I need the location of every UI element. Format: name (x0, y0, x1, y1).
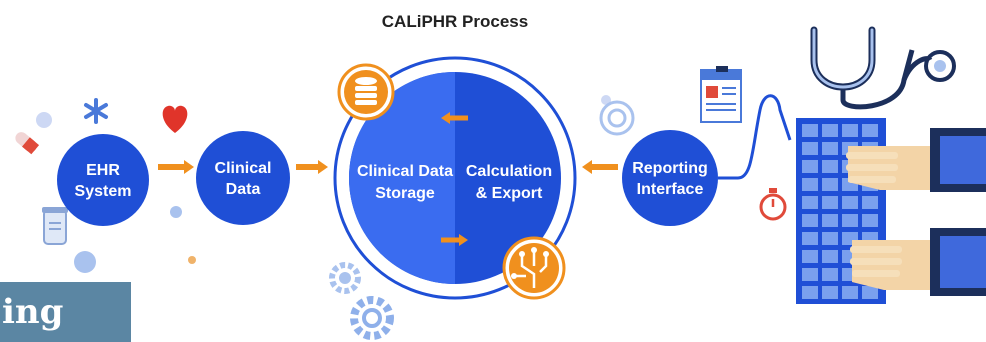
keyboard-key (842, 124, 858, 137)
keyboard-key (822, 250, 838, 263)
keyboard-key (802, 268, 818, 281)
keyboard-key (842, 286, 858, 299)
node-calc-label-1: Calculation (466, 163, 552, 180)
keyboard-key (802, 124, 818, 137)
keyboard-key (802, 196, 818, 209)
gear-icon (329, 262, 394, 340)
keyboard-key (842, 214, 858, 227)
keyboard-key (802, 178, 818, 191)
clipboard-icon (700, 66, 742, 123)
pill-icon (15, 132, 40, 155)
keyboard-key (822, 214, 838, 227)
target-icon (599, 100, 635, 136)
keyboard-key (802, 286, 818, 299)
node-calc-label-2: & Export (476, 185, 543, 202)
keyboard-key (822, 124, 838, 137)
hands-icon (846, 128, 986, 296)
flow-arrow-2 (296, 160, 328, 174)
keyboard-key (822, 142, 838, 155)
node-storage-label-2: Storage (375, 185, 435, 202)
decorative-dots (36, 95, 611, 273)
keyboard-key (802, 232, 818, 245)
node-central-cycle: Clinical Data Storage Calculation & Expo… (333, 56, 577, 300)
node-clinical-label-1: Clinical (215, 160, 272, 177)
cropped-caption-banner: ing (0, 282, 131, 342)
flow-arrow-3 (582, 160, 618, 174)
keyboard-key (822, 196, 838, 209)
node-ehr-label-1: EHR (86, 162, 120, 179)
keyboard-key (802, 250, 818, 263)
keyboard-cable (718, 94, 792, 180)
keyboard-key (802, 142, 818, 155)
vial-icon (42, 207, 68, 245)
keyboard-key (822, 232, 838, 245)
keyboard-key (802, 160, 818, 173)
heart-icon (162, 105, 188, 133)
flow-arrow-1 (158, 160, 194, 174)
keyboard-key (862, 286, 878, 299)
keyboard-key (862, 124, 878, 137)
keyboard-key (822, 178, 838, 191)
node-reporting-interface: Reporting Interface (622, 130, 718, 226)
node-storage-label-1: Clinical Data (357, 163, 453, 180)
stopwatch-icon (759, 188, 787, 221)
keyboard-key (842, 196, 858, 209)
node-clinical-label-2: Data (226, 181, 261, 198)
keyboard-icon (796, 118, 886, 304)
node-ehr-system: EHR System (57, 134, 149, 226)
keyboard-key (822, 286, 838, 299)
keyboard-key (822, 268, 838, 281)
circuit-icon (502, 236, 566, 300)
database-icon (337, 63, 395, 121)
diagram-title: CALiPHR Process (382, 12, 528, 31)
node-clinical-data: Clinical Data (196, 131, 290, 225)
keyboard-key (862, 214, 878, 227)
node-reporting-label-1: Reporting (632, 160, 708, 177)
keyboard-key (822, 160, 838, 173)
node-ehr-label-2: System (75, 183, 132, 200)
asterisk-icon (84, 98, 108, 124)
node-reporting-label-2: Interface (637, 181, 704, 198)
stethoscope-icon (810, 26, 956, 110)
keyboard-key (862, 196, 878, 209)
keyboard-key (802, 214, 818, 227)
cycle-arrow-top (441, 112, 468, 124)
cycle-arrow-bottom (441, 234, 468, 246)
